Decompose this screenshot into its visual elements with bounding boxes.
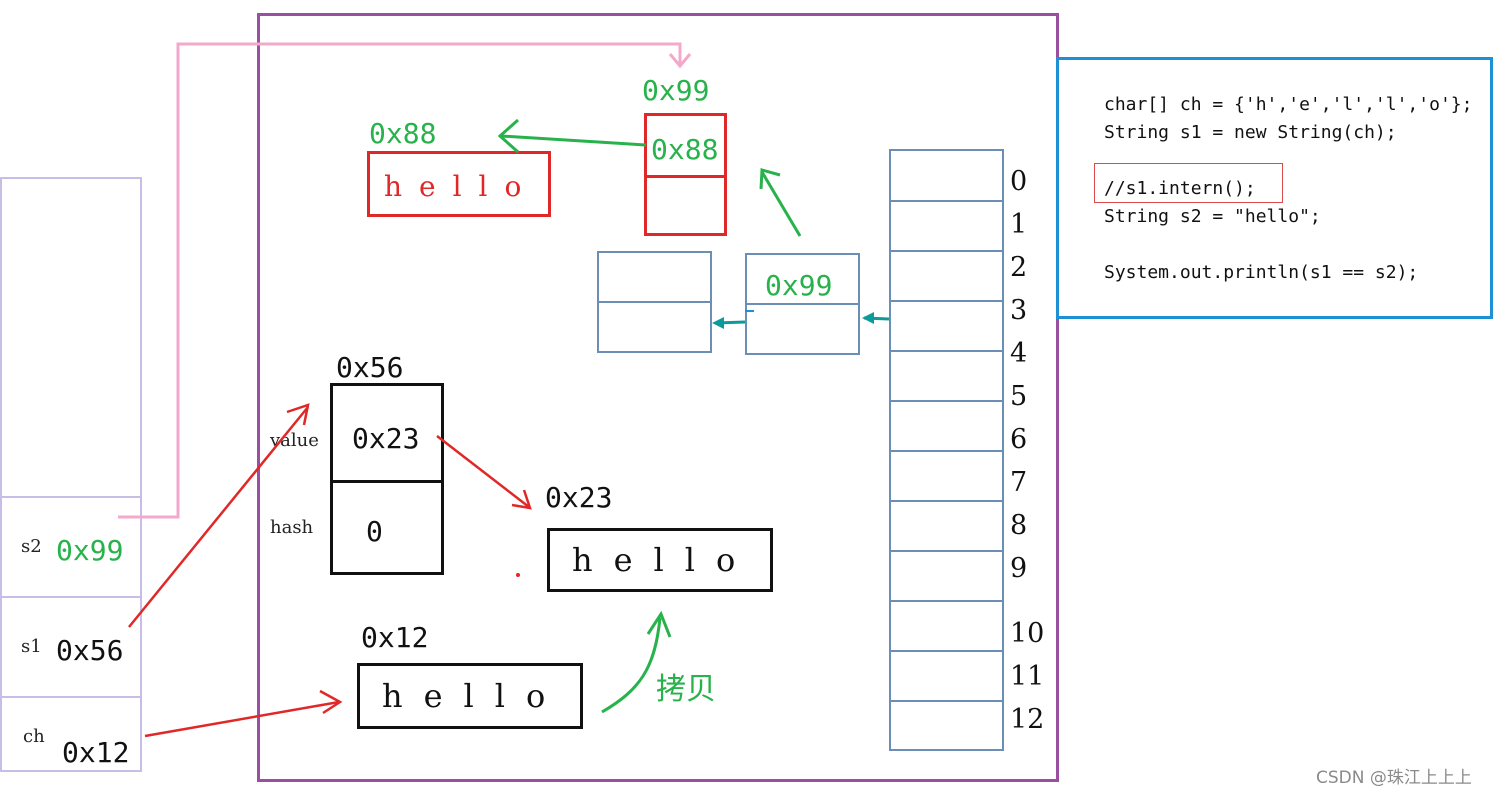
string-object-address: 0x56 <box>336 351 404 384</box>
field-name-value: value <box>270 430 319 451</box>
stack-var-name: s2 <box>21 536 42 557</box>
pool-node-value: 0x99 <box>765 269 833 302</box>
copy-label: 拷贝 <box>656 672 716 707</box>
pooled-string-address: 0x99 <box>642 74 710 107</box>
orig-array-address: 0x12 <box>361 621 429 654</box>
pool-row <box>891 300 1002 302</box>
pool-index: 6 <box>1010 424 1028 455</box>
pool-row <box>891 450 1002 452</box>
stack-slot-ch: ch 0x12 <box>2 696 140 772</box>
pool-index: 9 <box>1010 553 1028 584</box>
copied-array-address: 0x23 <box>545 481 613 514</box>
pool-index: 12 <box>1010 704 1045 735</box>
pool-index: 5 <box>1010 381 1028 412</box>
red-ref-arrow-value <box>436 435 530 508</box>
code-line: System.out.println(s1 == s2); <box>1104 262 1419 283</box>
pool-node-next <box>597 251 712 353</box>
pooled-array-content: hello <box>384 170 539 203</box>
pink-ref-arrow <box>118 42 682 519</box>
code-line: String s1 = new String(ch); <box>1104 122 1397 143</box>
stack-var-value: 0x99 <box>56 534 124 567</box>
stack-slot-s1: s1 0x56 <box>2 596 140 696</box>
intern-highlight-box <box>1094 163 1283 203</box>
green-ref-arrow-node <box>760 171 802 237</box>
pool-index: 10 <box>1010 618 1045 649</box>
string-object-divider <box>333 480 441 483</box>
stray-red-dot <box>516 573 520 577</box>
green-copy-arrow <box>601 617 662 714</box>
pool-node-divider <box>599 301 710 303</box>
string-object: 0x23 0 <box>330 383 444 575</box>
red-arrowhead <box>286 403 310 426</box>
pooled-string-object: 0x88 <box>644 113 727 236</box>
pool-row <box>891 600 1002 602</box>
field-value-value: 0x23 <box>352 422 420 455</box>
string-pool-table <box>889 149 1004 751</box>
code-line: char[] ch = {'h','e','l','l','o'}; <box>1104 94 1473 115</box>
pool-index: 8 <box>1010 510 1028 541</box>
green-arrowhead <box>497 118 519 154</box>
pool-row <box>891 350 1002 352</box>
stack-var-value: 0x12 <box>62 736 130 769</box>
orig-char-array: hello <box>357 663 583 729</box>
pool-node-divider <box>747 303 858 305</box>
pooled-char-array: hello <box>367 151 551 217</box>
code-line: //s1.intern(); <box>1104 178 1256 199</box>
teal-arrowhead <box>712 317 724 329</box>
red-arrowhead <box>511 489 532 510</box>
pool-index: 0 <box>1010 166 1028 197</box>
orig-array-content: hello <box>382 677 567 715</box>
field-name-hash: hash <box>270 517 314 538</box>
copied-char-array: hello <box>547 528 773 592</box>
pool-row <box>891 700 1002 702</box>
pool-row <box>891 250 1002 252</box>
red-ref-arrow-s1 <box>128 406 309 628</box>
pool-index: 7 <box>1010 467 1028 498</box>
field-value-hash: 0 <box>366 515 383 548</box>
green-arrowhead <box>646 610 672 638</box>
teal-arrowhead <box>862 312 874 324</box>
copied-array-content: hello <box>572 541 757 579</box>
green-arrowhead <box>759 168 781 190</box>
stack-slot-s2: s2 0x99 <box>2 496 140 596</box>
stack-frame: s2 0x99 s1 0x56 ch 0x12 <box>0 177 142 772</box>
pool-index: 11 <box>1010 661 1045 692</box>
red-arrowhead <box>319 689 343 715</box>
pool-index: 4 <box>1010 338 1028 369</box>
pooled-string-value-ref: 0x88 <box>651 133 719 166</box>
green-ref-arrow-value <box>500 134 647 147</box>
heap-region <box>257 13 1059 782</box>
pool-index: 2 <box>1010 252 1028 283</box>
pool-index: 3 <box>1010 295 1028 326</box>
pool-row <box>891 650 1002 652</box>
stack-var-name: s1 <box>21 636 42 657</box>
pool-row <box>891 500 1002 502</box>
stack-var-value: 0x56 <box>56 634 124 667</box>
pooled-string-divider <box>647 175 724 178</box>
stack-var-name: ch <box>23 726 45 747</box>
red-ref-arrow-ch <box>144 700 340 738</box>
pink-arrowhead <box>668 53 692 69</box>
pool-row <box>891 550 1002 552</box>
code-box: char[] ch = {'h','e','l','l','o'}; Strin… <box>1056 57 1493 319</box>
pool-node: 0x99 <box>745 253 860 355</box>
pooled-array-address: 0x88 <box>369 117 437 150</box>
pool-row <box>891 400 1002 402</box>
pool-row <box>891 200 1002 202</box>
watermark: CSDN @珠江上上上 <box>1316 768 1472 788</box>
pool-index: 1 <box>1010 209 1028 240</box>
code-line: String s2 = "hello"; <box>1104 206 1321 227</box>
